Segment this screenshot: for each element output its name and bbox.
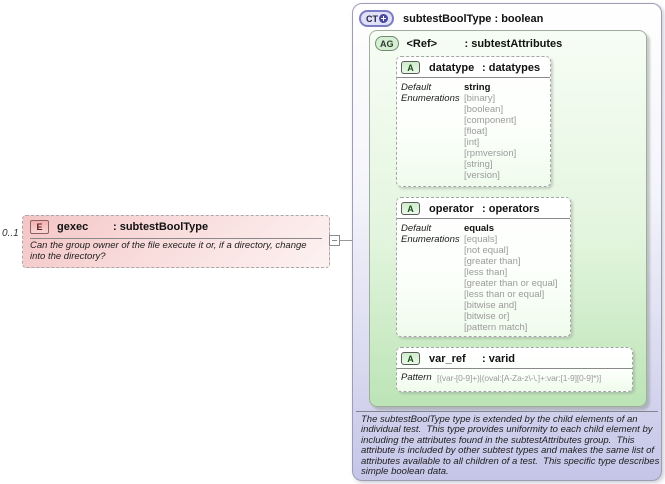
attribute-icon: A: [401, 202, 420, 215]
enum-value: [version]: [464, 170, 500, 181]
complextype-header[interactable]: CT subtestBoolType : boolean: [353, 4, 661, 27]
default-value: string: [464, 82, 491, 93]
attributegroup-icon: AG: [375, 36, 399, 51]
attributegroup-box[interactable]: AG <Ref> : subtestAttributes A datatype …: [369, 30, 647, 407]
complextype-annotation: The subtestBoolType type is extended by …: [361, 414, 662, 478]
complextype-icon: CT: [359, 10, 394, 27]
element-annotation: Can the group owner of the file execute …: [30, 240, 307, 262]
element-header[interactable]: E gexec : subtestBoolType: [30, 220, 322, 234]
collapse-toggle-icon[interactable]: [329, 235, 340, 246]
annotation-divider: [356, 411, 658, 412]
attribute-type: : datatypes: [482, 61, 541, 74]
complextype-box: CT subtestBoolType : boolean AG <Ref> : …: [352, 3, 662, 481]
attribute-name: operator: [429, 202, 474, 215]
element-divider: [30, 238, 322, 239]
attributegroup-type: : subtestAttributes: [464, 37, 563, 50]
attributegroup-header[interactable]: AG <Ref> : subtestAttributes: [370, 31, 646, 51]
element-type: : subtestBoolType: [113, 221, 209, 233]
enum-value: [not equal]: [464, 245, 509, 256]
enum-value: [less than or equal]: [464, 289, 545, 300]
enum-value: [equals]: [464, 234, 498, 245]
enum-value: [binary]: [464, 93, 496, 104]
element-box-gexec[interactable]: E gexec : subtestBoolType Can the group …: [22, 215, 330, 268]
pattern-label: Pattern: [401, 372, 432, 383]
attribute-box-datatype[interactable]: A datatype : datatypes Default Enumerati…: [396, 56, 551, 187]
enum-value: [less than]: [464, 267, 508, 278]
attribute-header[interactable]: A datatype : datatypes: [397, 57, 550, 77]
attribute-divider: [397, 77, 550, 78]
enum-value: [int]: [464, 137, 480, 148]
enum-value: [boolean]: [464, 104, 504, 115]
complextype-title: subtestBoolType : boolean: [403, 12, 544, 25]
attribute-box-operator[interactable]: A operator : operators Default Enumerati…: [396, 197, 571, 337]
enum-value: [float]: [464, 126, 488, 137]
enum-value: [component]: [464, 115, 517, 126]
enum-value: [greater than or equal]: [464, 278, 558, 289]
attribute-header[interactable]: A operator : operators: [397, 198, 570, 218]
attribute-box-var-ref[interactable]: A var_ref : varid Pattern [(var-[0-9]+)|…: [396, 347, 633, 392]
attribute-name: var_ref: [429, 352, 466, 365]
attribute-type: : varid: [482, 352, 516, 365]
enum-value: [greater than]: [464, 256, 521, 267]
enum-value: [pattern match]: [464, 322, 528, 333]
enum-value: [rpmversion]: [464, 148, 517, 159]
enum-value: [string]: [464, 159, 493, 170]
attribute-divider: [397, 368, 632, 369]
default-value: equals: [464, 223, 495, 234]
cardinality-label: 0..1: [2, 228, 19, 239]
attribute-header[interactable]: A var_ref : varid: [397, 348, 632, 368]
enum-value: [bitwise or]: [464, 311, 510, 322]
plus-icon: [379, 14, 388, 23]
attribute-divider: [397, 218, 570, 219]
attribute-type: : operators: [482, 202, 540, 215]
enumerations-label: Enumerations: [401, 93, 460, 104]
element-name: gexec: [57, 221, 89, 233]
enum-value: [bitwise and]: [464, 300, 517, 311]
default-label: Default: [401, 223, 432, 234]
element-icon: E: [30, 220, 49, 234]
attribute-icon: A: [401, 352, 420, 365]
enumerations-label: Enumerations: [401, 234, 460, 245]
attributegroup-name: <Ref>: [406, 37, 438, 50]
default-label: Default: [401, 82, 432, 93]
pattern-value: [(var-[0-9]+)|(oval:[A-Za-z\-\.]+:var:[1…: [437, 373, 602, 383]
connector-line: [339, 240, 353, 241]
attribute-name: datatype: [429, 61, 475, 74]
attribute-icon: A: [401, 61, 420, 74]
